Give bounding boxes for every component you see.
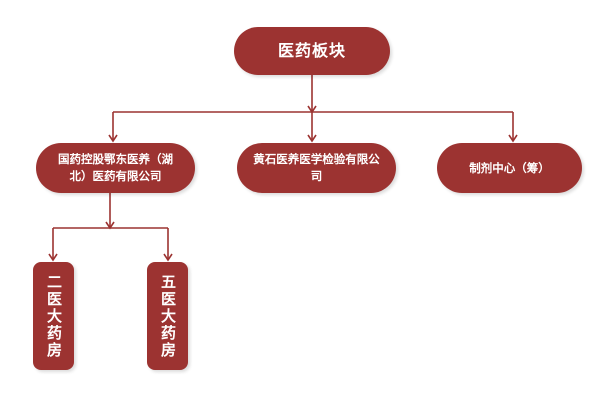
node-level3-pharmacy-five-label: 五医大药房 <box>159 273 177 359</box>
arrowhead-root-mid <box>307 105 317 114</box>
arrowhead-l3-b <box>163 253 173 262</box>
arrowhead-l2a-mid <box>105 221 115 230</box>
node-root-label: 医药板块 <box>277 41 346 61</box>
arrowhead-l2-a <box>108 134 118 143</box>
node-level3-pharmacy-two-label: 二医大药房 <box>45 273 63 359</box>
node-level3-pharmacy-five[interactable]: 五医大药房 <box>147 262 188 370</box>
arrowhead-l3-a <box>48 253 58 262</box>
node-level2-preparation-center-label: 制剂中心（筹） <box>469 160 550 175</box>
node-level2-lab[interactable]: 黄石医养医学检验有限公司 <box>237 143 396 193</box>
node-root[interactable]: 医药板块 <box>234 27 390 75</box>
node-level2-sinopharm[interactable]: 国药控股鄂东医养（湖北）医药有限公司 <box>36 143 195 193</box>
node-level3-pharmacy-two[interactable]: 二医大药房 <box>33 262 74 370</box>
arrowhead-l2-b <box>307 134 317 143</box>
node-level2-lab-label: 黄石医养医学检验有限公司 <box>253 152 380 183</box>
node-level2-sinopharm-label: 国药控股鄂东医养（湖北）医药有限公司 <box>58 152 173 183</box>
node-level2-preparation-center[interactable]: 制剂中心（筹） <box>437 143 582 193</box>
arrowhead-l2-c <box>508 134 518 143</box>
